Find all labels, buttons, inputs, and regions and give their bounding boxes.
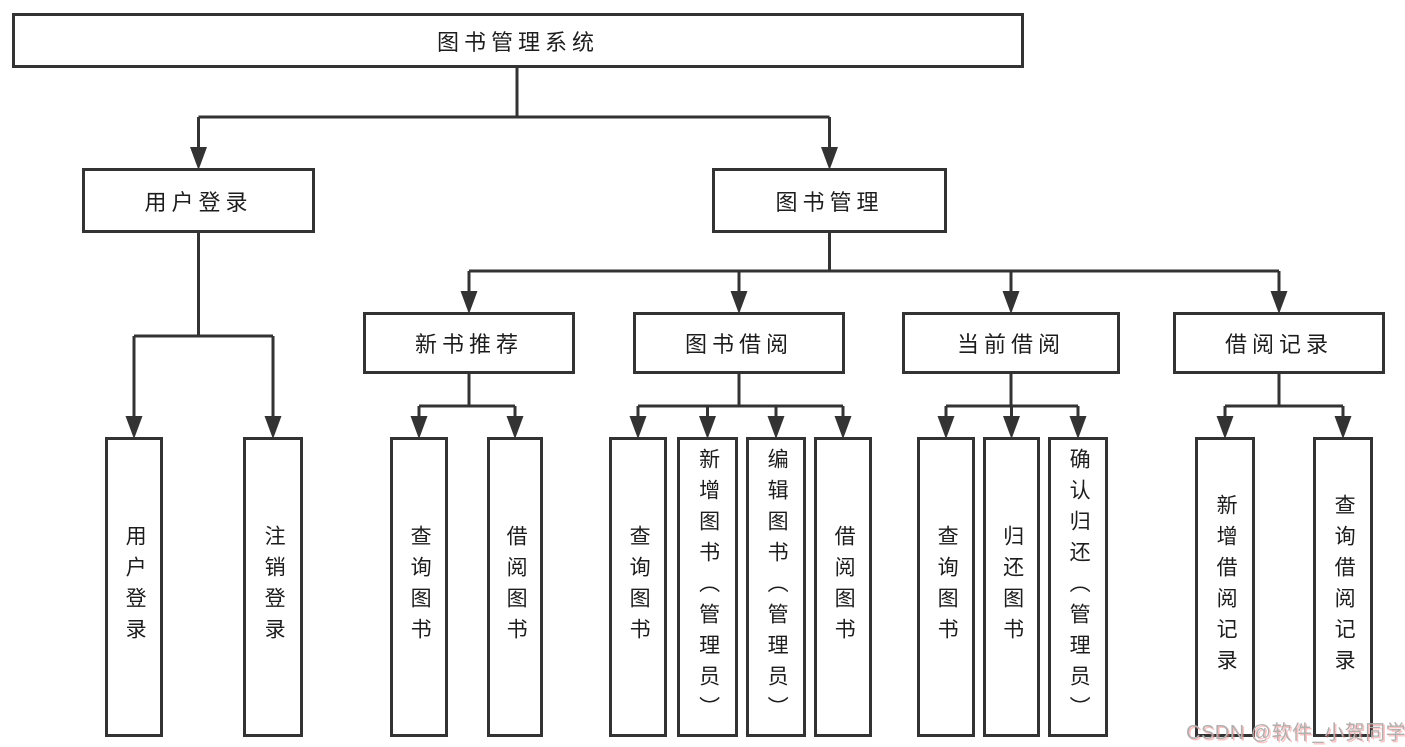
node-borrowing-records: 借阅记录 bbox=[1173, 312, 1385, 374]
leaf-add-books-admin: 新增图书（管理员） bbox=[677, 437, 738, 737]
leaf-add-borrow-record: 新增借阅记录 bbox=[1195, 437, 1255, 737]
leaf-borrow-books-recommend: 借阅图书 bbox=[487, 437, 543, 737]
leaf-logout: 注销登录 bbox=[243, 437, 303, 737]
leaf-confirm-return-admin: 确认归还（管理员） bbox=[1048, 437, 1108, 737]
node-current-borrowing: 当前借阅 bbox=[902, 312, 1120, 374]
node-library-management-system: 图书管理系统 bbox=[12, 13, 1024, 68]
leaf-edit-books-admin: 编辑图书（管理员） bbox=[746, 437, 806, 737]
csdn-watermark: CSDN @软件_小贺同学 bbox=[1186, 722, 1405, 744]
node-book-management-module: 图书管理 bbox=[712, 168, 947, 233]
leaf-query-borrow-record: 查询借阅记录 bbox=[1313, 437, 1373, 737]
node-book-borrowing: 图书借阅 bbox=[633, 312, 845, 374]
node-user-login-module: 用户登录 bbox=[82, 168, 315, 233]
leaf-return-books: 归还图书 bbox=[983, 437, 1040, 737]
leaf-query-books-current: 查询图书 bbox=[917, 437, 975, 737]
leaf-query-books-recommend: 查询图书 bbox=[390, 437, 448, 737]
leaf-borrow-books-borrowing: 借阅图书 bbox=[814, 437, 872, 737]
leaf-query-books-borrowing: 查询图书 bbox=[609, 437, 667, 737]
node-new-book-recommend: 新书推荐 bbox=[363, 312, 575, 374]
leaf-user-login: 用户登录 bbox=[105, 437, 163, 737]
